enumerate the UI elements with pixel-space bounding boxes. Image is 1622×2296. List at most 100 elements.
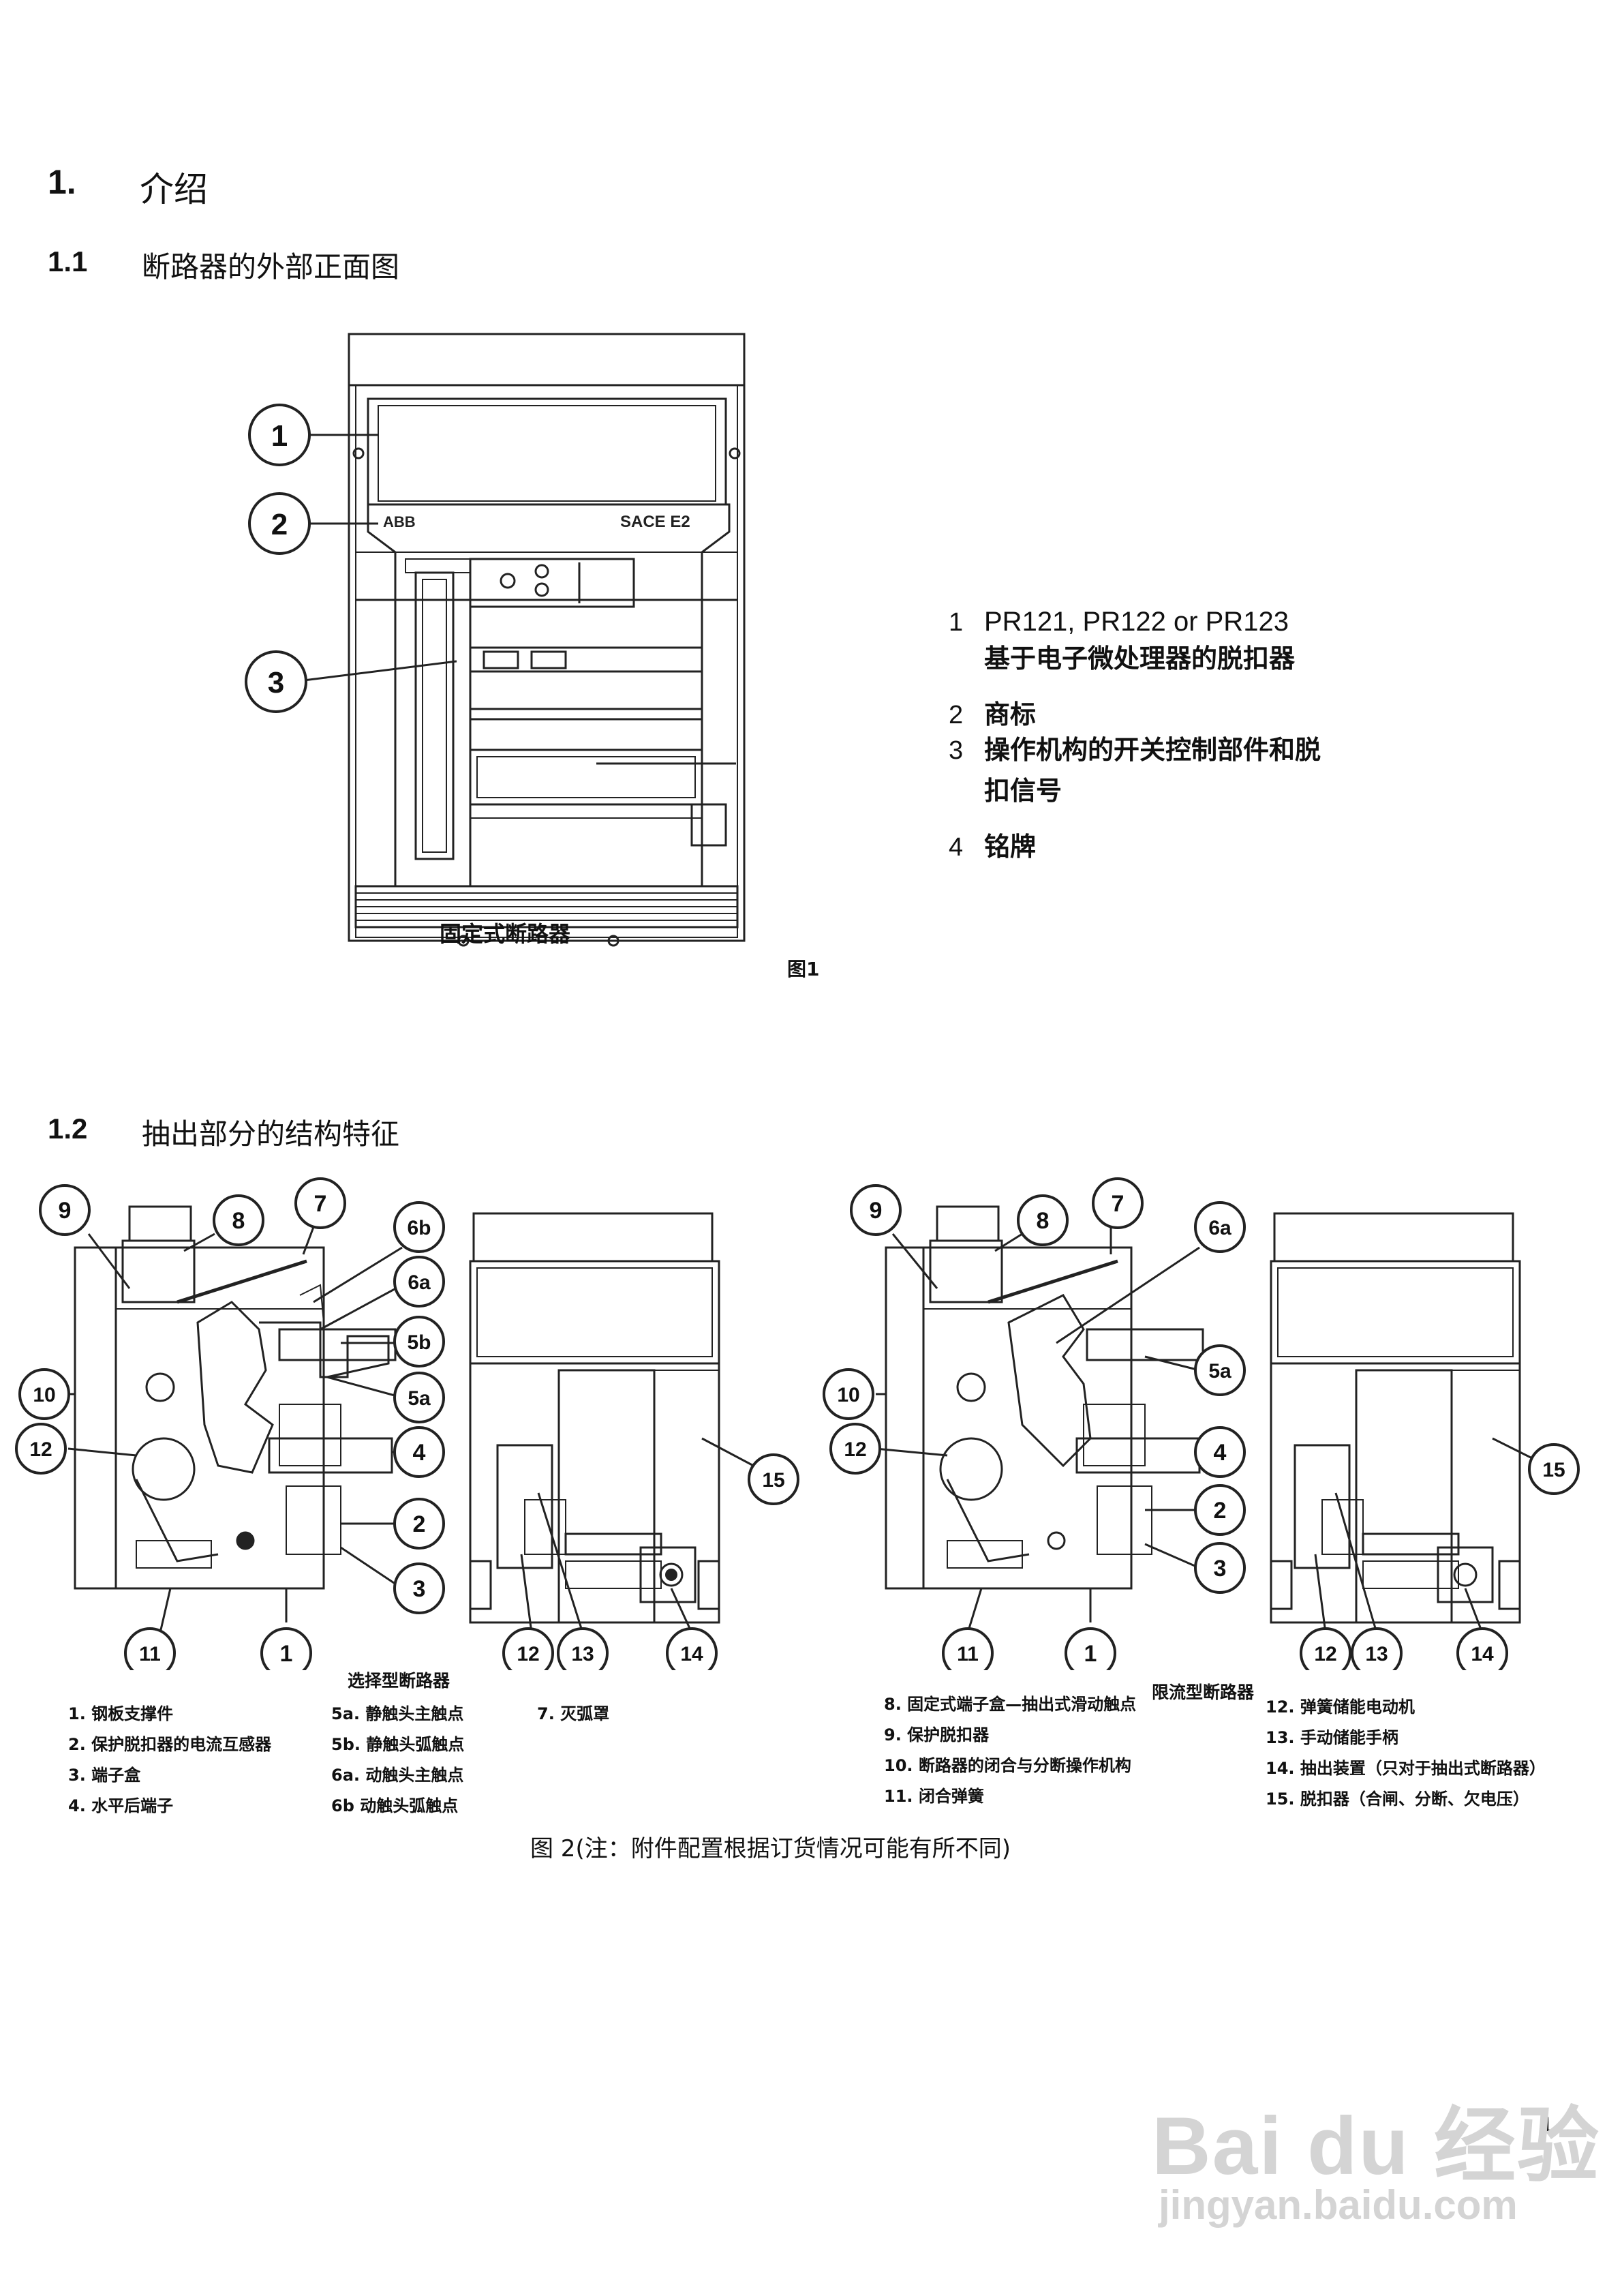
callout-2: 2 — [1194, 1484, 1246, 1536]
model-label: SACE E2 — [620, 513, 690, 531]
svg-text:12: 12 — [517, 1643, 539, 1665]
baidu-watermark-logo: Bai du 经验 — [1152, 2100, 1601, 2192]
legend-col-1: 1. 钢板支撑件 2. 保护脱扣器的电流互感器 3. 端子盒 4. 水平后端子 — [68, 1706, 271, 1814]
svg-text:3: 3 — [413, 1576, 426, 1602]
svg-text:8: 8 — [1037, 1208, 1050, 1234]
abb-logo: ABB — [383, 513, 416, 530]
callout-10: 10 — [823, 1368, 874, 1420]
legend-item: 13. 手动储能手柄 — [1266, 1728, 1398, 1747]
svg-text:2: 2 — [1214, 1498, 1227, 1524]
callout-7: 7 — [1092, 1177, 1144, 1229]
callout-8: 8 — [1017, 1194, 1069, 1246]
svg-text:7: 7 — [314, 1191, 327, 1217]
legend-text: PR121, PR122 or PR123 — [984, 607, 1289, 637]
svg-text:7: 7 — [1112, 1191, 1124, 1217]
limiting-breaker-caption: 限流型断路器 — [1152, 1682, 1255, 1702]
callout-13: 13 — [1351, 1627, 1403, 1670]
callout-12: 12 — [829, 1423, 881, 1475]
legend-text: 扣信号 — [984, 776, 1062, 806]
legend-item: 14. 抽出装置（只对于抽出式断路器） — [1266, 1759, 1546, 1778]
selective-breaker-caption: 选择型断路器 — [348, 1671, 450, 1691]
svg-text:5a: 5a — [1208, 1360, 1231, 1383]
callout-6a: 6a — [393, 1256, 445, 1308]
legend-item: 9. 保护脱扣器 — [884, 1725, 990, 1744]
callout-7: 7 — [294, 1177, 346, 1229]
callout-4: 4 — [1194, 1426, 1246, 1478]
svg-text:9: 9 — [870, 1198, 883, 1224]
legend-item: 6a. 动触头主触点 — [331, 1766, 464, 1785]
svg-text:15: 15 — [1542, 1459, 1565, 1481]
callout-4: 4 — [393, 1426, 445, 1478]
svg-text:9: 9 — [59, 1198, 72, 1224]
callout-5b: 5b — [393, 1316, 445, 1368]
baidu-watermark-url: jingyan.baidu.com — [1159, 2182, 1518, 2228]
callout-1: 1 — [260, 1627, 312, 1670]
legend-text: 商标 — [984, 699, 1037, 729]
callout-12: 12 — [1300, 1627, 1351, 1670]
callout-11: 11 — [124, 1627, 176, 1670]
svg-text:1: 1 — [1084, 1641, 1097, 1667]
svg-text:12: 12 — [1314, 1643, 1336, 1665]
svg-text:14: 14 — [1471, 1643, 1494, 1665]
legend-item: 5a. 静触头主触点 — [331, 1704, 464, 1723]
svg-text:3: 3 — [1214, 1556, 1227, 1582]
callout-15: 15 — [748, 1453, 799, 1505]
legend-item: 7. 灭弧罩 — [537, 1704, 610, 1723]
callout-2: 2 — [248, 492, 311, 555]
svg-text:2: 2 — [413, 1511, 426, 1537]
subsection-title: 抽出部分的结构特征 — [142, 1117, 400, 1151]
legend-col-4: 8. 固定式端子盒—抽出式滑动触点 9. 保护脱扣器 10. 断路器的闭合与分断… — [884, 1696, 1136, 1804]
callout-3: 3 — [245, 650, 307, 713]
legend-col-5: 12. 弹簧储能电动机 13. 手动储能手柄 14. 抽出装置（只对于抽出式断路… — [1266, 1699, 1546, 1807]
callout-15: 15 — [1528, 1443, 1580, 1495]
svg-text:13: 13 — [1365, 1643, 1388, 1665]
svg-text:5b: 5b — [407, 1331, 431, 1354]
legend-text: 操作机构的开关控制部件和脱 — [984, 735, 1321, 765]
svg-text:4: 4 — [1214, 1440, 1227, 1466]
subsection-title: 断路器的外部正面图 — [142, 250, 400, 284]
svg-text:14: 14 — [680, 1643, 703, 1665]
legend-item: 11. 闭合弹簧 — [884, 1787, 984, 1806]
legend-item: 1. 钢板支撑件 — [68, 1704, 174, 1723]
legend-num: 4 — [949, 833, 964, 862]
svg-text:10: 10 — [837, 1384, 859, 1406]
subsection-number: 1.2 — [48, 1113, 88, 1145]
callout-14: 14 — [666, 1627, 718, 1670]
legend-col-3: 7. 灭弧罩 — [537, 1706, 609, 1722]
callout-9: 9 — [39, 1184, 91, 1236]
callout-2: 2 — [393, 1498, 445, 1550]
figure2-caption: 图 2(注：附件配置根据订货情况可能有所不同) — [530, 1835, 1011, 1862]
callout-12: 12 — [15, 1423, 67, 1475]
legend-num: 2 — [949, 701, 964, 729]
svg-text:6a: 6a — [1208, 1217, 1231, 1239]
svg-text:11: 11 — [139, 1643, 161, 1665]
svg-text:1: 1 — [271, 419, 288, 453]
callout-11: 11 — [942, 1627, 994, 1670]
callout-8: 8 — [213, 1194, 264, 1246]
callout-10: 10 — [18, 1368, 70, 1420]
callout-5a: 5a — [393, 1372, 445, 1423]
svg-text:12: 12 — [844, 1438, 866, 1461]
callout-13: 13 — [557, 1627, 609, 1670]
callout-1: 1 — [248, 404, 311, 466]
svg-text:8: 8 — [232, 1208, 245, 1234]
svg-text:1: 1 — [280, 1641, 293, 1667]
callout-1: 1 — [1065, 1627, 1116, 1670]
svg-text:3: 3 — [268, 666, 284, 699]
callout-6b: 6b — [393, 1201, 445, 1253]
svg-text:5a: 5a — [408, 1387, 431, 1410]
svg-text:2: 2 — [271, 508, 288, 541]
legend-text: 基于电子微处理器的脱扣器 — [984, 644, 1296, 674]
svg-text:10: 10 — [33, 1384, 55, 1406]
legend-text: 铭牌 — [984, 832, 1037, 862]
svg-text:4: 4 — [413, 1440, 426, 1466]
svg-text:15: 15 — [762, 1469, 784, 1492]
svg-text:11: 11 — [957, 1643, 979, 1665]
svg-text:13: 13 — [571, 1643, 594, 1665]
page-number: 1 — [1542, 2113, 1553, 2136]
legend-item: 12. 弹簧储能电动机 — [1266, 1697, 1415, 1717]
legend-num: 3 — [949, 736, 964, 765]
breaker-front-view-figure: ABB SACE E2 1234 — [245, 333, 746, 947]
legend-item: 10. 断路器的闭合与分断操作机构 — [884, 1756, 1131, 1775]
figure1-label: 图1 — [787, 958, 820, 980]
